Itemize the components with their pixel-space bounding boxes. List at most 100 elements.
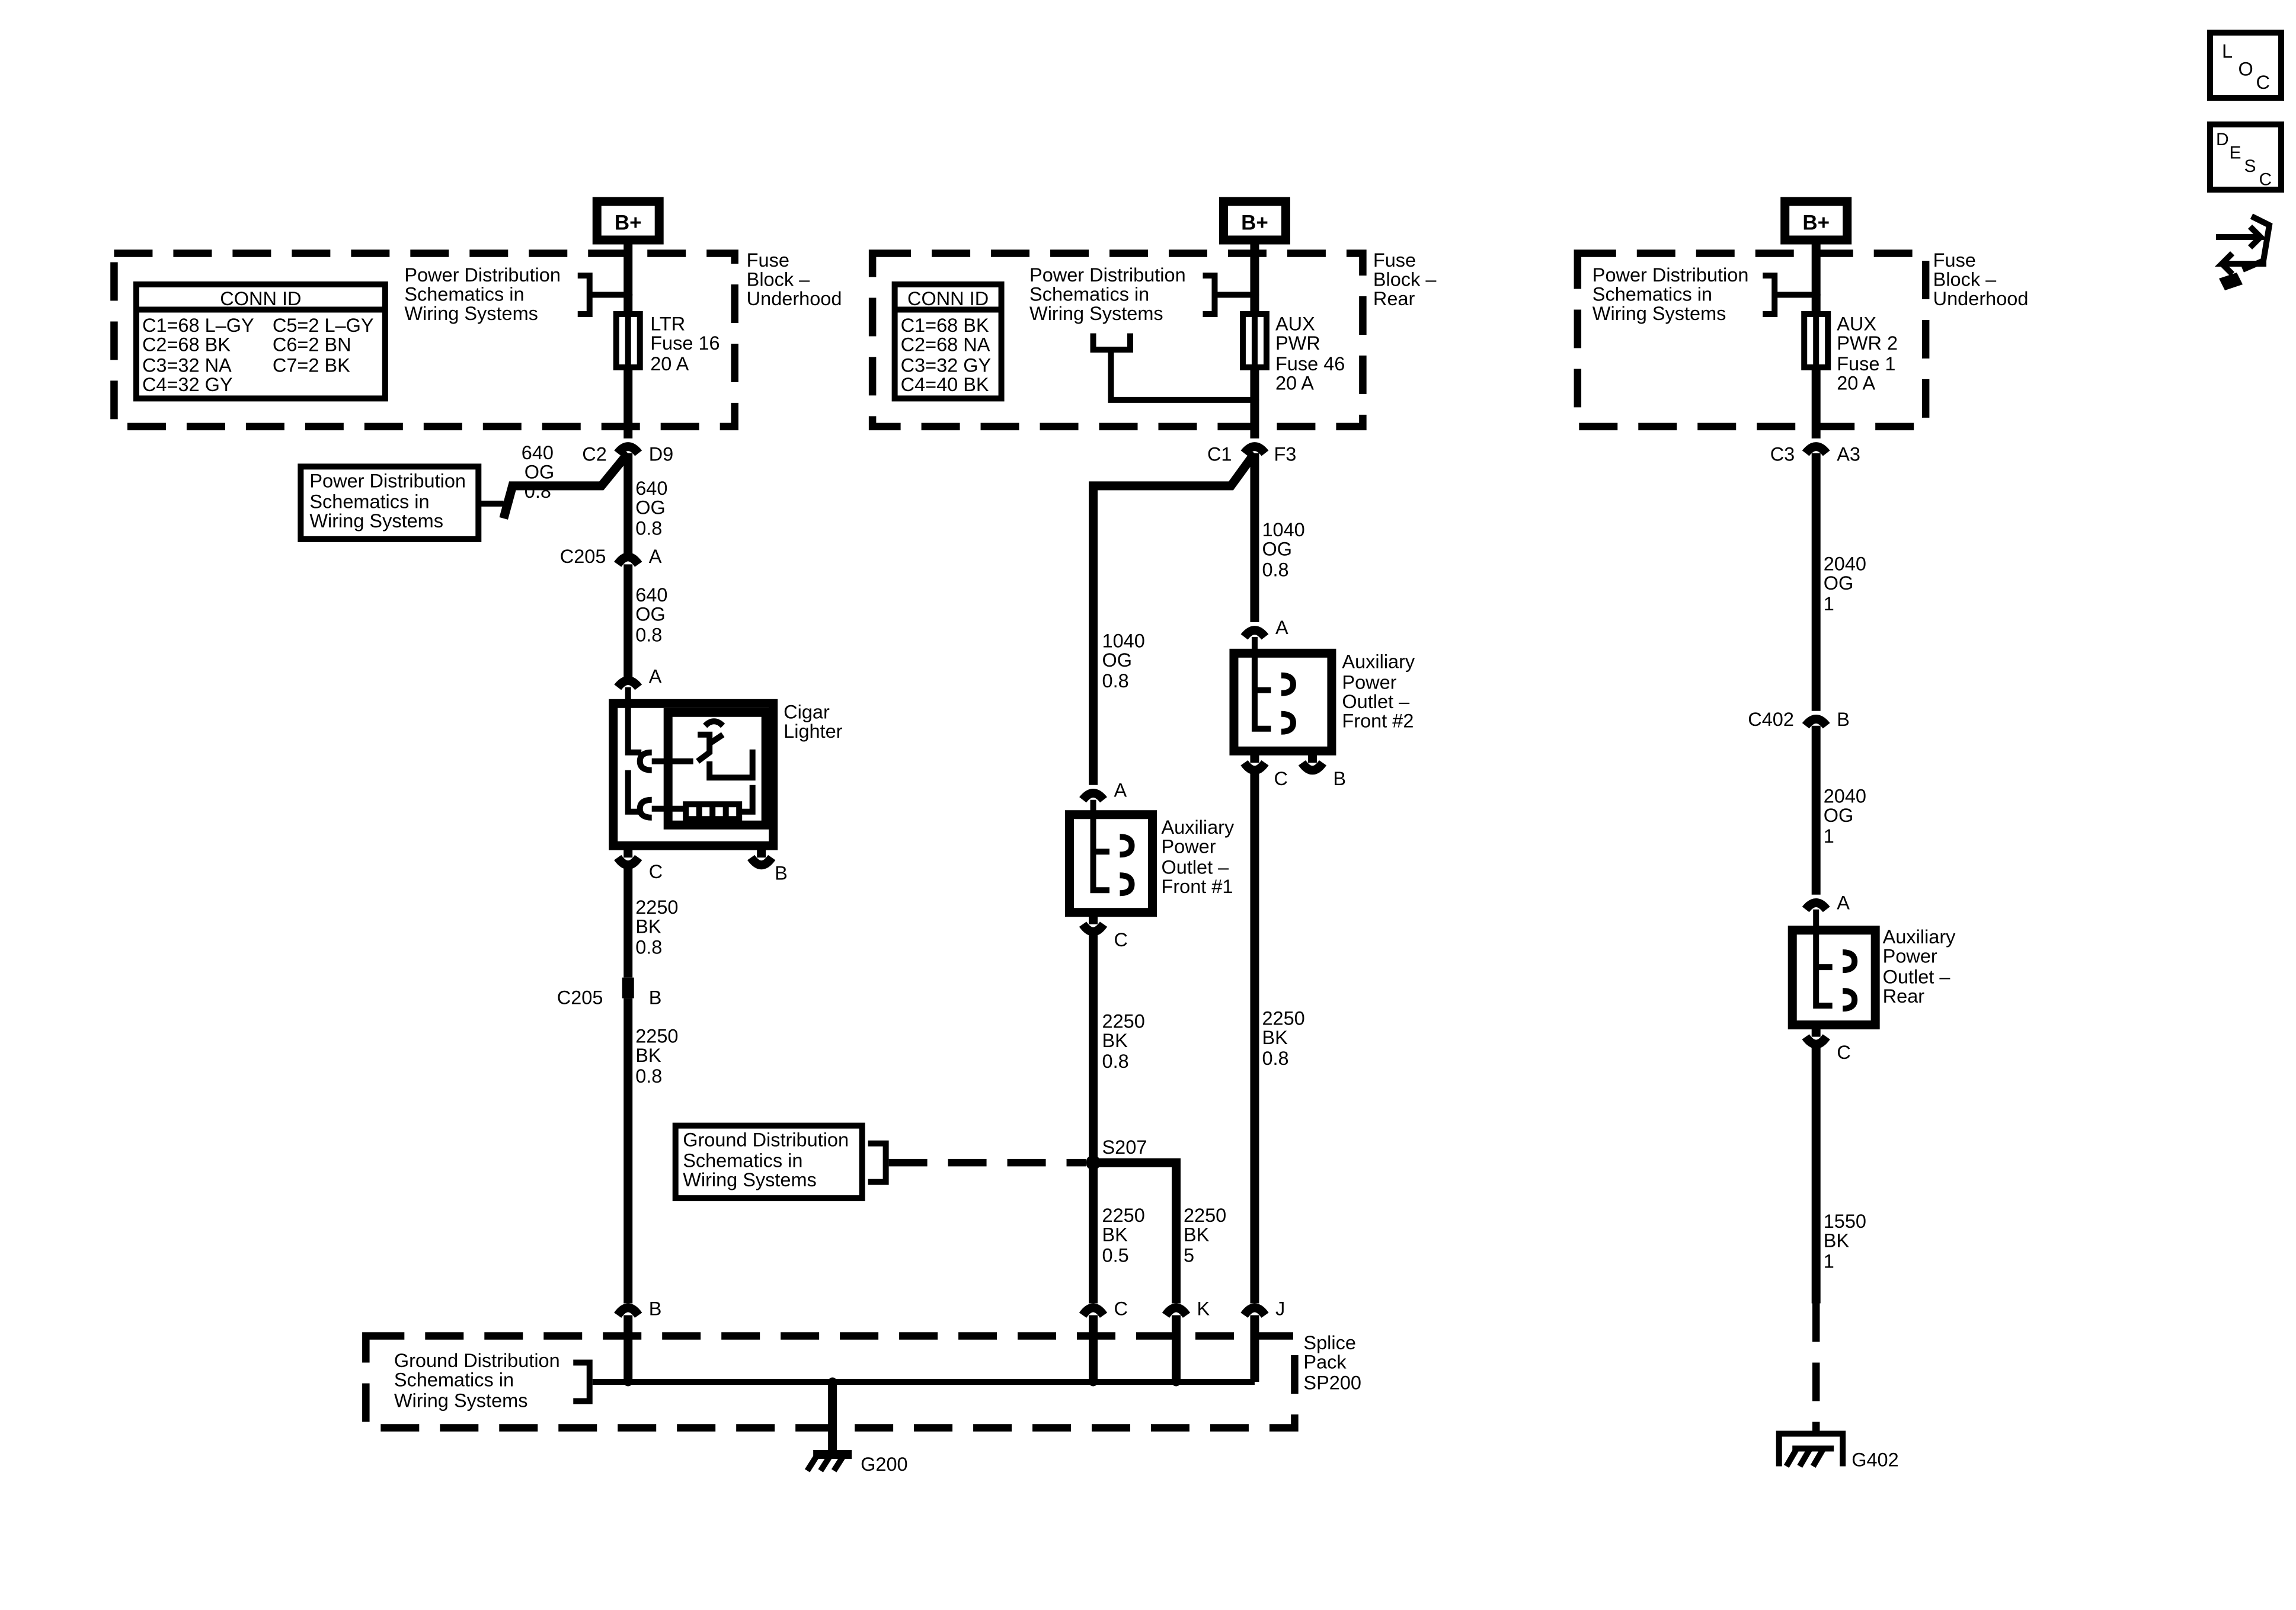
svg-text:1550: 1550 — [1824, 1211, 1866, 1232]
pin-c-outlet2 — [1240, 760, 1269, 775]
svg-text:5: 5 — [1184, 1245, 1194, 1266]
svg-text:0.8: 0.8 — [1262, 559, 1288, 580]
conn-id-table-1: CONN ID C1=68 L–GY C2=68 BK C3=32 NA C4=… — [133, 281, 388, 402]
fuse-block-underhood-1 — [110, 249, 738, 431]
wire-2250-right: 2250 BK 0.8 — [1262, 1008, 1304, 1069]
svg-text:C: C — [1837, 1042, 1850, 1063]
svg-text:B: B — [775, 863, 788, 884]
svg-text:G402: G402 — [1851, 1449, 1898, 1470]
svg-text:Outlet –: Outlet – — [1161, 857, 1229, 878]
svg-text:E: E — [2230, 143, 2241, 163]
svg-text:B: B — [1837, 709, 1850, 730]
loc-button[interactable]: L O C — [2207, 30, 2285, 101]
svg-text:Schematics in: Schematics in — [394, 1369, 514, 1390]
svg-text:OG: OG — [1824, 572, 1854, 594]
svg-text:C2=68 BK: C2=68 BK — [142, 334, 231, 355]
aux-outlet-front-1: Auxiliary Power Outlet – Front #1 — [1065, 799, 1235, 917]
svg-text:Ground Distribution: Ground Distribution — [394, 1350, 560, 1371]
svg-text:Power Distribution: Power Distribution — [1029, 264, 1186, 286]
pin-a-lighter — [614, 676, 642, 690]
aux-outlet-front-2: Auxiliary Power Outlet – Front #2 — [1229, 636, 1415, 756]
fuse-block-label-1: Fuse Block – Underhood — [747, 249, 842, 309]
svg-text:S207: S207 — [1102, 1137, 1147, 1158]
svg-text:A: A — [1837, 892, 1850, 914]
connector-arrow-icon[interactable] — [2214, 213, 2273, 290]
circuit-aux-power-front: B+ Fuse Block – Rear CONN ID C1=68 BK C2… — [672, 197, 1437, 1320]
svg-text:Schematics in: Schematics in — [683, 1150, 802, 1172]
wire-2250-left: 2250 BK 0.8 — [1102, 1011, 1145, 1072]
fuse-block-label-3: Fuse Block – Underhood — [1933, 249, 2029, 309]
svg-text:Pack: Pack — [1303, 1352, 1347, 1373]
svg-text:Auxiliary: Auxiliary — [1161, 817, 1235, 838]
fuse-block-label-2: Fuse Block – Rear — [1373, 249, 1437, 309]
cigar-lighter: Cigar Lighter — [609, 687, 843, 850]
pin-a-outlet1 — [1079, 789, 1107, 803]
svg-text:C3=32 NA: C3=32 NA — [142, 354, 232, 376]
svg-text:C6=2 BN: C6=2 BN — [273, 334, 351, 355]
desc-button[interactable]: D E S C — [2207, 121, 2285, 193]
svg-text:1: 1 — [1824, 1251, 1834, 1272]
svg-text:A: A — [1275, 617, 1288, 638]
svg-text:20 A: 20 A — [1275, 372, 1314, 393]
svg-text:Lighter: Lighter — [784, 721, 843, 742]
svg-text:Power Distribution: Power Distribution — [309, 470, 466, 491]
svg-text:Fuse 46: Fuse 46 — [1275, 353, 1345, 375]
svg-text:OG: OG — [1824, 805, 1854, 826]
wire-1040-right: 1040 OG 0.8 — [1262, 519, 1304, 580]
svg-text:D: D — [2216, 130, 2229, 149]
svg-text:2250: 2250 — [635, 897, 678, 918]
splice-pack-sp200: Splice Pack SP200 Ground Distribution Sc… — [362, 1315, 1361, 1475]
svg-text:Auxiliary: Auxiliary — [1342, 651, 1415, 672]
pin-c-lighter — [614, 854, 642, 870]
svg-text:C4=32 GY: C4=32 GY — [142, 374, 233, 395]
svg-text:0.8: 0.8 — [1262, 1048, 1288, 1069]
svg-text:Schematics in: Schematics in — [309, 491, 429, 512]
connector-c3-a3: C3 A3 — [1770, 442, 1860, 465]
pd-ref-3[interactable]: Power Distribution Schematics in Wiring … — [1593, 264, 1821, 324]
pin-a-outlet2 — [1240, 626, 1269, 640]
svg-text:2250: 2250 — [1102, 1011, 1145, 1032]
gd-ref-splice[interactable]: Ground Distribution Schematics in Wiring… — [394, 1350, 593, 1411]
wire-2250-4: 2250 BK 0.8 — [635, 1026, 678, 1087]
ground-g200-icon — [804, 1449, 852, 1473]
conn-id-table-2: CONN ID C1=68 BK C2=68 NA C3=32 GY C4=40… — [891, 281, 1005, 402]
svg-text:Schematics in: Schematics in — [1029, 283, 1149, 305]
svg-text:C1: C1 — [1207, 443, 1232, 465]
svg-text:BK: BK — [1184, 1224, 1210, 1246]
svg-text:0.8: 0.8 — [1102, 1051, 1129, 1072]
svg-text:D9: D9 — [649, 443, 674, 465]
svg-text:B+: B+ — [1802, 212, 1830, 235]
svg-text:Underhood: Underhood — [747, 288, 842, 309]
svg-text:A3: A3 — [1837, 443, 1860, 465]
svg-text:Wiring Systems: Wiring Systems — [309, 510, 443, 532]
svg-text:640: 640 — [635, 584, 667, 606]
wire-1550: 1550 BK 1 — [1824, 1211, 1866, 1272]
svg-text:Wiring Systems: Wiring Systems — [404, 303, 538, 324]
svg-text:OG: OG — [1102, 649, 1133, 671]
circuit-cigar-lighter: B+ Fuse Block – Underhood CONN ID C1=68 … — [110, 197, 843, 1320]
gd-ref-box-2[interactable]: Ground Distribution Schematics in Wiring… — [672, 1122, 889, 1202]
svg-text:PWR: PWR — [1275, 332, 1320, 354]
svg-text:BK: BK — [1102, 1030, 1128, 1051]
svg-text:AUX: AUX — [1837, 313, 1876, 334]
svg-text:Power: Power — [1342, 671, 1396, 693]
pin-b-outlet2 — [1298, 760, 1327, 775]
connector-c1-f3: C1 F3 — [1207, 442, 1296, 465]
svg-text:BK: BK — [1824, 1230, 1850, 1251]
svg-text:640: 640 — [635, 478, 667, 499]
svg-text:C205: C205 — [560, 546, 606, 567]
svg-text:L: L — [2222, 41, 2233, 62]
svg-text:1040: 1040 — [1262, 519, 1304, 540]
svg-text:Cigar: Cigar — [784, 701, 830, 722]
svg-text:B+: B+ — [615, 212, 642, 235]
svg-text:Block –: Block – — [747, 268, 810, 290]
pd-ref-box-1[interactable]: Power Distribution Schematics in Wiring … — [298, 463, 504, 542]
svg-text:Power: Power — [1161, 836, 1216, 857]
svg-text:C205: C205 — [557, 987, 603, 1009]
svg-text:Power Distribution: Power Distribution — [404, 264, 561, 286]
svg-text:B: B — [1333, 768, 1346, 789]
svg-text:Fuse 1: Fuse 1 — [1837, 353, 1895, 375]
svg-text:Front #2: Front #2 — [1342, 710, 1414, 731]
svg-text:C: C — [2256, 72, 2270, 93]
svg-text:C7=2 BK: C7=2 BK — [273, 354, 350, 376]
